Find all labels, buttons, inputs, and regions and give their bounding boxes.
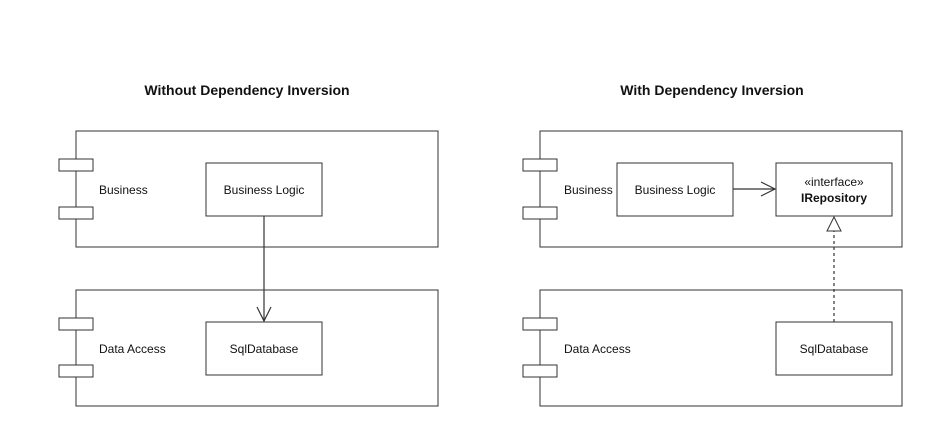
- left-sqldatabase-box: [205, 321, 323, 376]
- left-diagram: Without Dependency Inversion Business Bu…: [58, 82, 439, 407]
- right-sqldatabase-box: [775, 321, 893, 376]
- right-diagram: With Dependency Inversion Business Busin…: [522, 82, 903, 407]
- right-business-component: Business Business Logic «interface» IRep…: [522, 130, 903, 248]
- left-business-label: Business: [99, 183, 148, 197]
- right-title: With Dependency Inversion: [620, 82, 803, 98]
- right-business-logic-box: [616, 162, 734, 217]
- right-business-label: Business: [564, 183, 613, 197]
- left-data-access-component: Data Access SqlDatabase: [58, 289, 439, 407]
- left-data-access-port-top: [58, 317, 94, 331]
- right-dependency-arrowhead: [760, 181, 777, 197]
- right-data-access-port-bottom: [522, 364, 558, 378]
- left-dependency-arrow: [256, 216, 272, 323]
- right-interface-name: IRepository: [801, 191, 867, 205]
- left-title: Without Dependency Inversion: [144, 82, 349, 98]
- left-business-port-bottom: [58, 206, 94, 220]
- right-realization-arrow: [826, 215, 842, 322]
- left-business-logic-box: [205, 162, 323, 217]
- left-business-component: Business Business Logic: [58, 130, 439, 248]
- right-business-port-top: [522, 158, 558, 172]
- right-data-access-label: Data Access: [564, 342, 631, 356]
- left-sqldatabase-label: SqlDatabase: [230, 342, 299, 356]
- left-data-access-label: Data Access: [99, 342, 166, 356]
- left-data-access-port-bottom: [58, 364, 94, 378]
- left-dependency-arrowhead: [256, 306, 272, 323]
- left-business-port-top: [58, 158, 94, 172]
- right-data-access-port-top: [522, 317, 558, 331]
- right-dependency-arrow: [733, 181, 777, 197]
- right-realization-triangle-head: [826, 215, 842, 232]
- right-irepository-box: [775, 162, 893, 217]
- right-data-access-component: Data Access SqlDatabase: [522, 289, 903, 407]
- right-business-logic-label: Business Logic: [635, 183, 716, 197]
- left-business-logic-label: Business Logic: [224, 183, 305, 197]
- right-sqldatabase-label: SqlDatabase: [800, 342, 869, 356]
- right-business-port-bottom: [522, 206, 558, 220]
- right-interface-stereotype: «interface»: [804, 175, 864, 189]
